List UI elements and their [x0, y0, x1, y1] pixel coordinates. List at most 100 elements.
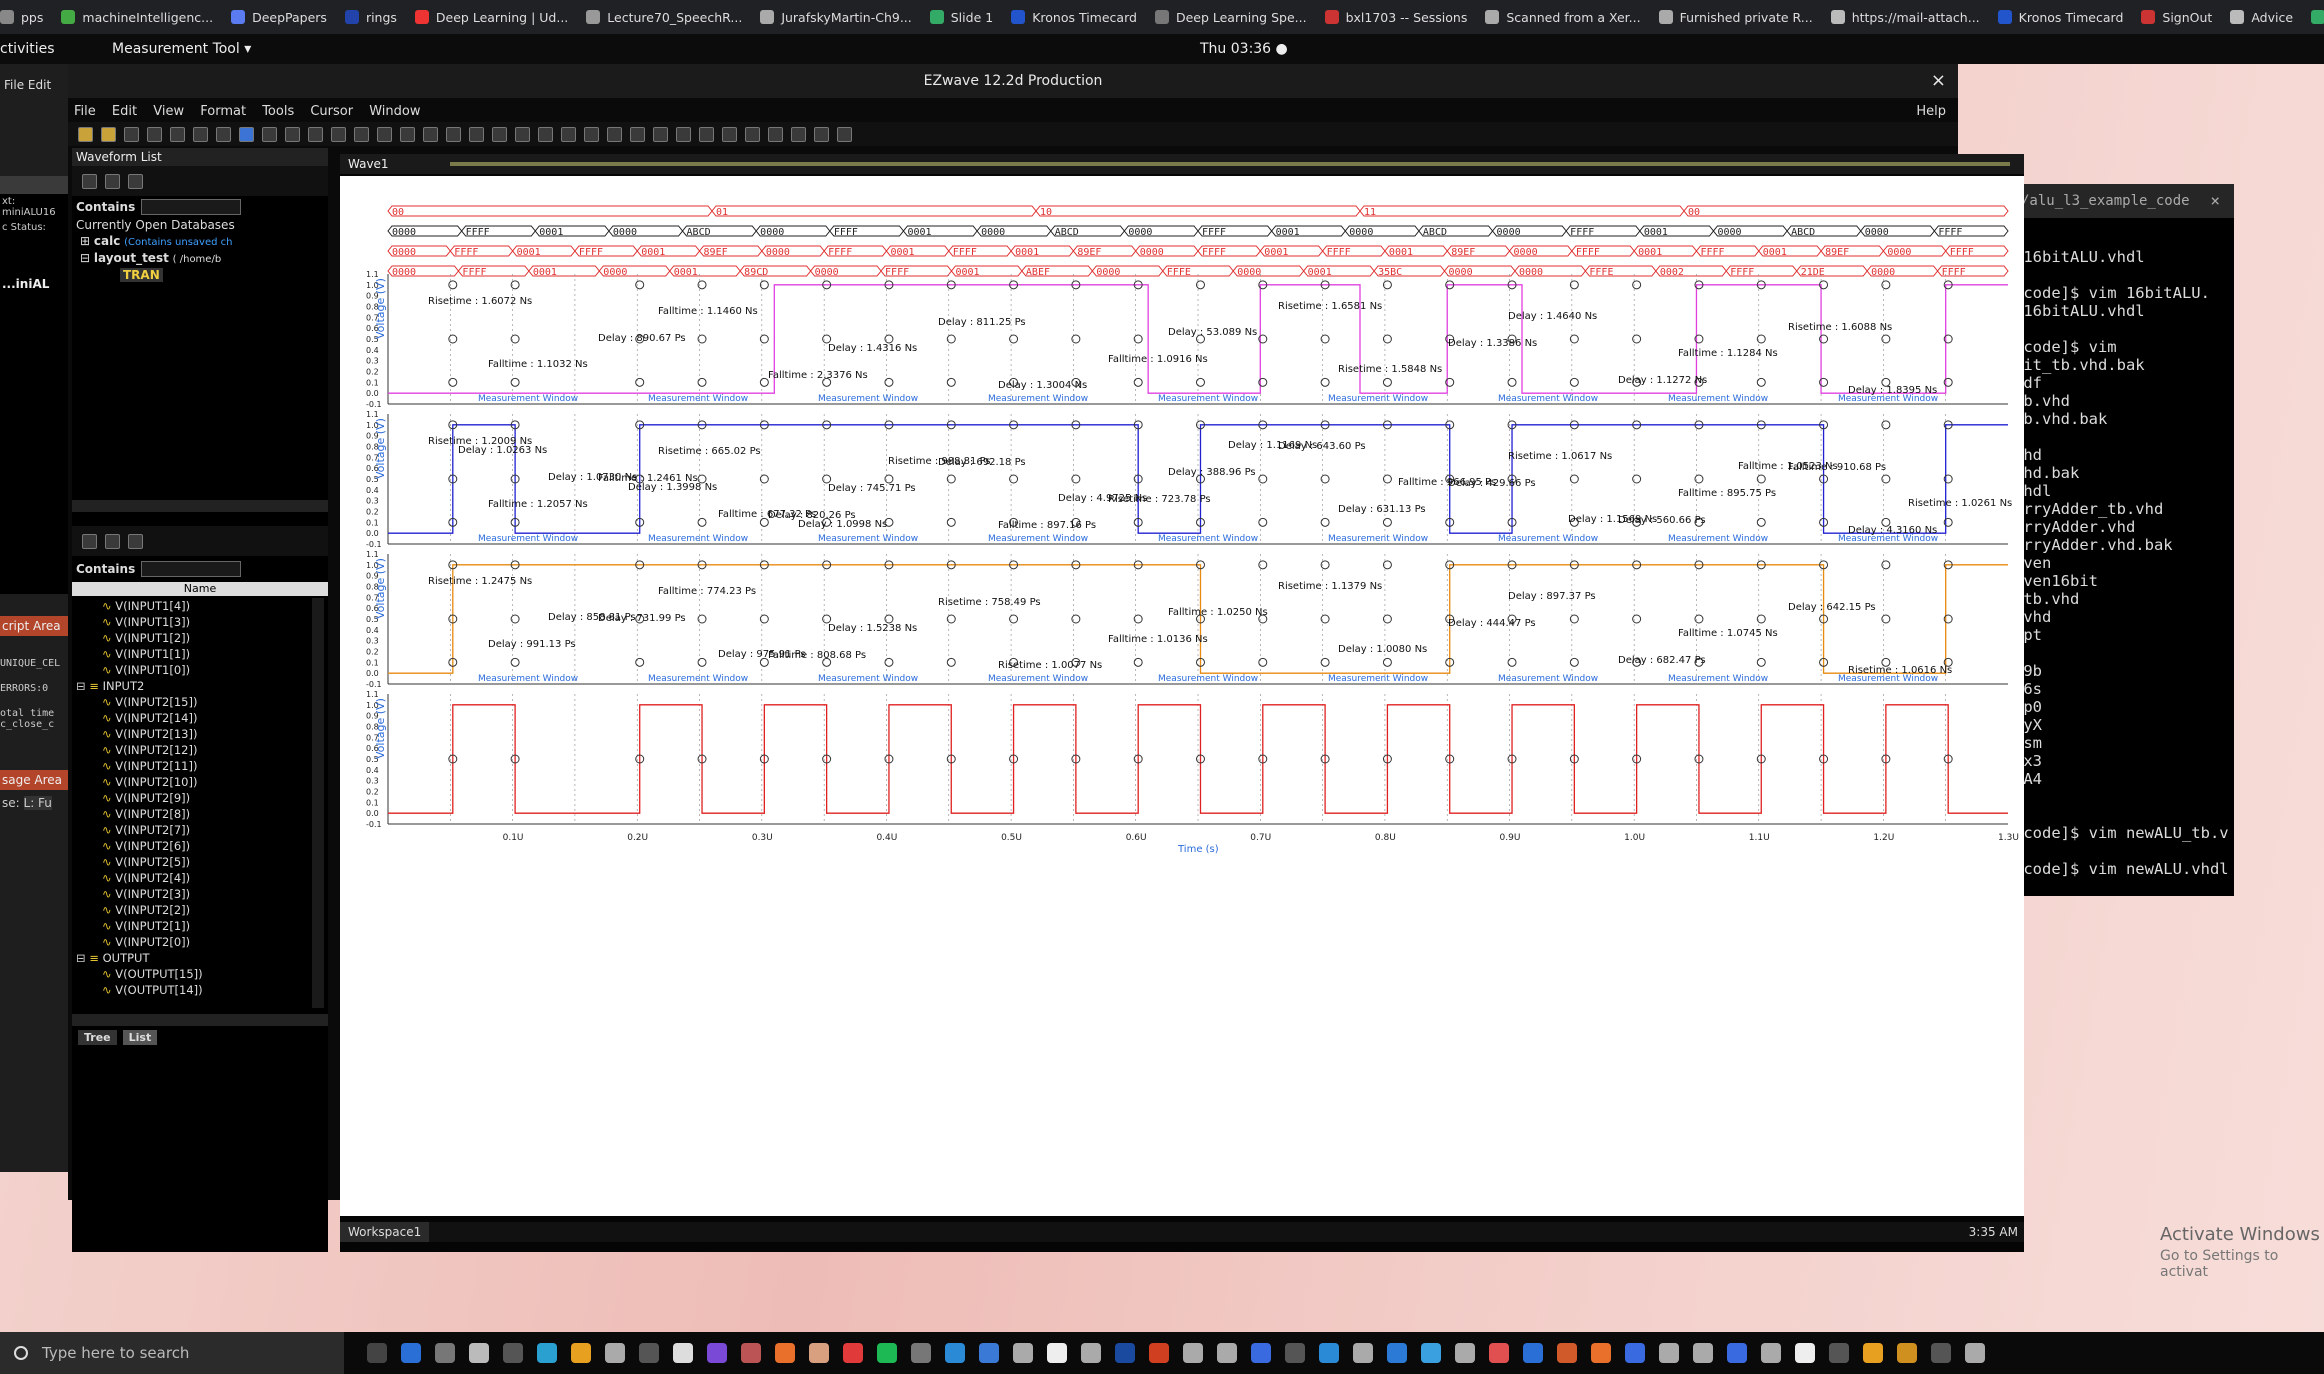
- measurement-marker[interactable]: [1881, 657, 1891, 667]
- measurement-marker[interactable]: [884, 754, 894, 764]
- signal-item[interactable]: ∿ V(INPUT2[13]): [72, 726, 312, 742]
- tab-tree[interactable]: Tree: [78, 1030, 117, 1045]
- measurement-marker[interactable]: [635, 377, 645, 387]
- bookmark-0[interactable]: pps: [0, 10, 43, 25]
- measurement-marker[interactable]: [822, 420, 832, 430]
- measurement-marker[interactable]: [448, 614, 458, 624]
- measurement-marker[interactable]: [1445, 474, 1455, 484]
- measurement-marker[interactable]: [1071, 560, 1081, 570]
- taskbar-app-icon-21[interactable]: [1081, 1343, 1101, 1363]
- taskbar-app-icon-15[interactable]: [877, 1343, 897, 1363]
- measurement-marker[interactable]: [1445, 377, 1455, 387]
- measurement-marker[interactable]: [635, 474, 645, 484]
- signal-item[interactable]: ∿ V(INPUT2[2]): [72, 902, 312, 918]
- wave-tab[interactable]: Wave1: [340, 154, 2024, 174]
- measurement-marker[interactable]: [1943, 420, 1953, 430]
- measurement-marker[interactable]: [884, 420, 894, 430]
- measurement-marker[interactable]: [1694, 280, 1704, 290]
- bg-l-field[interactable]: L: Fu: [23, 796, 52, 810]
- taskbar-app-icon-37[interactable]: [1625, 1343, 1645, 1363]
- menu-cursor[interactable]: Cursor: [310, 104, 354, 119]
- measurement-marker[interactable]: [1009, 420, 1019, 430]
- signal-group[interactable]: ⊟ ≡ OUTPUT: [72, 950, 312, 966]
- measurement-marker[interactable]: [1320, 474, 1330, 484]
- measurement-marker[interactable]: [1694, 754, 1704, 764]
- signal-list-vscrollbar[interactable]: [312, 598, 324, 1008]
- measurement-marker[interactable]: [1071, 280, 1081, 290]
- measurement-marker[interactable]: [1320, 614, 1330, 624]
- taskbar-app-icon-24[interactable]: [1183, 1343, 1203, 1363]
- measurement-marker[interactable]: [822, 560, 832, 570]
- measurement-marker[interactable]: [1133, 334, 1143, 344]
- measurement-marker[interactable]: [1569, 334, 1579, 344]
- measurement-marker[interactable]: [448, 280, 458, 290]
- measurement-marker[interactable]: [1569, 420, 1579, 430]
- measurement-marker[interactable]: [1258, 517, 1268, 527]
- taskbar-app-icon-9[interactable]: [673, 1343, 693, 1363]
- taskbar-app-icon-30[interactable]: [1387, 1343, 1407, 1363]
- measurement-marker[interactable]: [1071, 474, 1081, 484]
- measurement-marker[interactable]: [1382, 560, 1392, 570]
- taskbar-app-icon-8[interactable]: [639, 1343, 659, 1363]
- measurement-marker[interactable]: [697, 280, 707, 290]
- signal-item[interactable]: ∿ V(INPUT1[3]): [72, 614, 312, 630]
- measurement-marker[interactable]: [1009, 334, 1019, 344]
- measurement-marker[interactable]: [1445, 334, 1455, 344]
- measurement-marker[interactable]: [1133, 560, 1143, 570]
- measurement-marker[interactable]: [1694, 377, 1704, 387]
- taskbar-app-icon-28[interactable]: [1319, 1343, 1339, 1363]
- measurement-marker[interactable]: [946, 280, 956, 290]
- measurement-marker[interactable]: [1133, 474, 1143, 484]
- taskbar-app-icon-38[interactable]: [1659, 1343, 1679, 1363]
- measurement-marker[interactable]: [1632, 657, 1642, 667]
- taskbar-app-icon-22[interactable]: [1115, 1343, 1135, 1363]
- measurement-marker[interactable]: [1756, 334, 1766, 344]
- measurement-marker[interactable]: [1133, 754, 1143, 764]
- measurement-marker[interactable]: [448, 517, 458, 527]
- measurement-marker[interactable]: [884, 474, 894, 484]
- signal-item[interactable]: ∿ V(INPUT1[1]): [72, 646, 312, 662]
- db-layout-test[interactable]: ⊟ layout_test ( /home/b: [80, 251, 222, 265]
- measurement-marker[interactable]: [1507, 614, 1517, 624]
- measurement-marker[interactable]: [1756, 517, 1766, 527]
- signal-item[interactable]: ∿ V(INPUT1[0]): [72, 662, 312, 678]
- name-column-header[interactable]: Name: [72, 582, 328, 596]
- taskbar-app-icon-13[interactable]: [809, 1343, 829, 1363]
- measurement-marker[interactable]: [1382, 657, 1392, 667]
- measurement-marker[interactable]: [1943, 754, 1953, 764]
- measurement-marker[interactable]: [884, 614, 894, 624]
- signal-item[interactable]: ∿ V(INPUT2[6]): [72, 838, 312, 854]
- measurement-marker[interactable]: [1445, 657, 1455, 667]
- measurement-marker[interactable]: [1756, 754, 1766, 764]
- terminal-close-icon[interactable]: ×: [2210, 191, 2220, 210]
- menu-view[interactable]: View: [153, 104, 185, 119]
- taskbar-app-icon-33[interactable]: [1489, 1343, 1509, 1363]
- measurement-marker[interactable]: [1195, 657, 1205, 667]
- measurement-marker[interactable]: [946, 560, 956, 570]
- activities-label[interactable]: ctivities: [0, 41, 55, 57]
- measurement-marker[interactable]: [1819, 474, 1829, 484]
- measurement-marker[interactable]: [1445, 280, 1455, 290]
- bookmark-12[interactable]: Furnished private R...: [1658, 10, 1813, 25]
- measurement-marker[interactable]: [1569, 377, 1579, 387]
- menu-file[interactable]: File: [74, 104, 96, 119]
- measurement-marker[interactable]: [1569, 517, 1579, 527]
- toolbar-button-icon-2[interactable]: [124, 126, 139, 142]
- find-icon[interactable]: [82, 173, 97, 189]
- measurement-marker[interactable]: [822, 614, 832, 624]
- measurement-marker[interactable]: [510, 334, 520, 344]
- bg-edit-menu[interactable]: Edit: [27, 78, 52, 92]
- measurement-marker[interactable]: [946, 517, 956, 527]
- windows-start-icon[interactable]: [14, 1346, 28, 1360]
- measurement-marker[interactable]: [1819, 614, 1829, 624]
- measurement-marker[interactable]: [510, 754, 520, 764]
- measurement-marker[interactable]: [1071, 614, 1081, 624]
- measurement-marker[interactable]: [1258, 474, 1268, 484]
- measurement-marker[interactable]: [822, 334, 832, 344]
- bookmark-10[interactable]: bxl1703 -- Sessions: [1324, 10, 1467, 25]
- measurement-marker[interactable]: [1756, 377, 1766, 387]
- measurement-marker[interactable]: [448, 377, 458, 387]
- measurement-marker[interactable]: [1632, 517, 1642, 527]
- signal-item[interactable]: ∿ V(INPUT2[0]): [72, 934, 312, 950]
- measurement-marker[interactable]: [1320, 754, 1330, 764]
